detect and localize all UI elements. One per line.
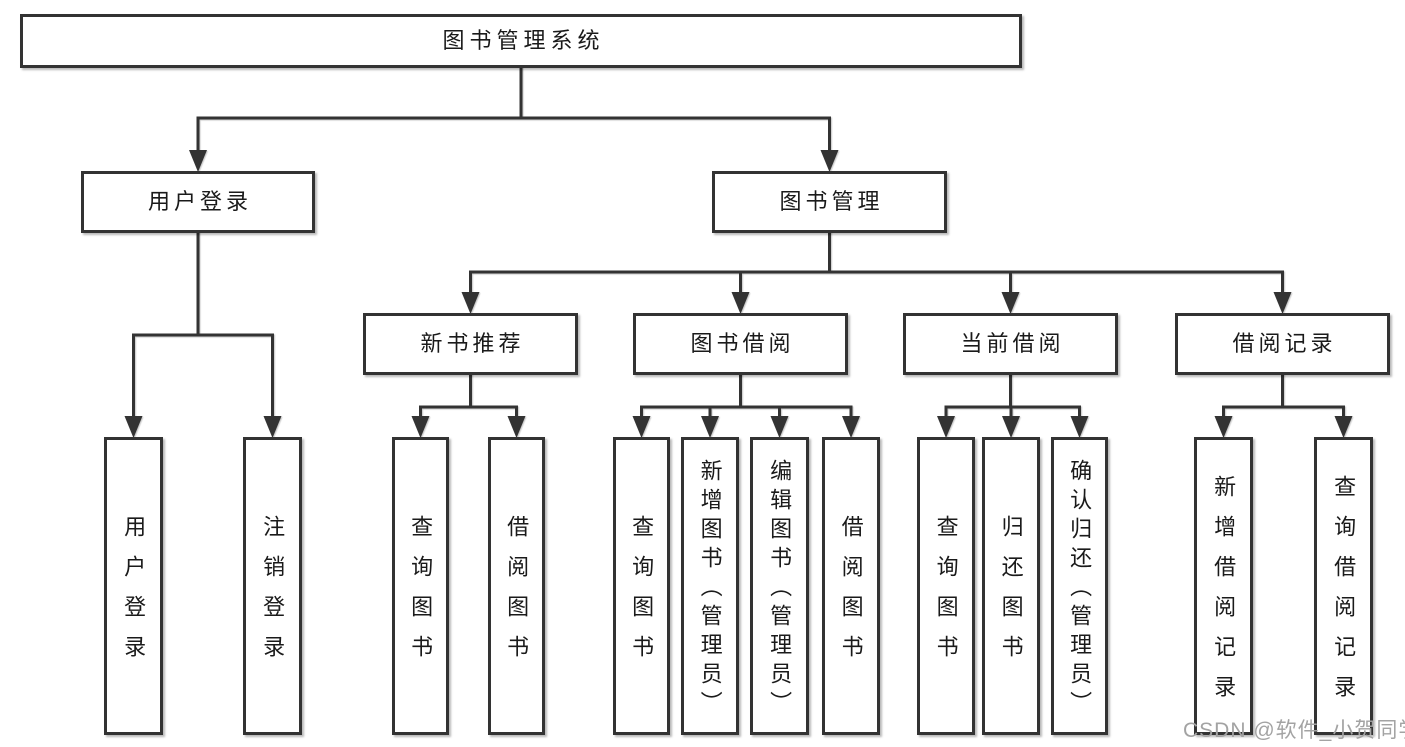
node-label: 编辑图书（管理员） xyxy=(767,459,793,720)
node-label: 用户登录 xyxy=(147,189,252,215)
node-label: 借阅图书 xyxy=(838,515,864,675)
node-add-borrow-record: 新增借阅记录 xyxy=(1194,437,1253,735)
node-query-borrow-record: 查询借阅记录 xyxy=(1314,437,1373,735)
edge-group-root xyxy=(189,64,839,172)
arrowhead-icon xyxy=(189,150,207,172)
node-label: 用户登录 xyxy=(121,515,147,675)
node-query-book-3: 查询图书 xyxy=(917,437,975,735)
node-label: 借阅记录 xyxy=(1232,331,1337,357)
node-borrow-book-1: 借阅图书 xyxy=(488,437,545,735)
arrowhead-icon xyxy=(1214,416,1233,438)
node-label: 查询借阅记录 xyxy=(1331,475,1357,715)
arrowhead-icon xyxy=(1002,416,1020,438)
node-borrow-records: 借阅记录 xyxy=(1175,313,1390,375)
node-logout: 注销登录 xyxy=(243,437,302,735)
node-label: 新增图书（管理员） xyxy=(697,459,723,720)
node-login: 用户登录 xyxy=(81,171,315,233)
node-add-book: 新增图书（管理员） xyxy=(681,437,739,735)
node-label: 查询图书 xyxy=(408,515,434,675)
node-confirm-return: 确认归还（管理员） xyxy=(1051,437,1108,735)
node-label: 查询图书 xyxy=(933,515,959,675)
edge-group-current-borrow xyxy=(937,371,1089,438)
node-label: 图书借阅 xyxy=(690,331,795,357)
arrowhead-icon xyxy=(820,150,839,172)
node-label: 归还图书 xyxy=(998,515,1024,675)
arrowhead-icon xyxy=(1334,416,1353,438)
node-borrow-book-2: 借阅图书 xyxy=(822,437,880,735)
edge-group-book-mgmt xyxy=(461,229,1292,314)
node-label: 查询图书 xyxy=(629,515,655,675)
node-book-borrow: 图书借阅 xyxy=(633,313,848,375)
arrowhead-icon xyxy=(1001,292,1020,314)
edge-group-borrow-records xyxy=(1214,371,1353,438)
arrowhead-icon xyxy=(731,292,750,314)
edge-group-new-books xyxy=(411,371,526,438)
watermark-text: CSDN @软件_小贺同学 xyxy=(1183,719,1405,742)
node-label: 确认归还（管理员） xyxy=(1067,459,1093,720)
node-root: 图书管理系统 xyxy=(20,14,1022,68)
node-user-login: 用户登录 xyxy=(104,437,163,735)
node-query-book-1: 查询图书 xyxy=(392,437,449,735)
edge-group-login xyxy=(124,229,282,438)
arrowhead-icon xyxy=(770,416,789,438)
arrowhead-icon xyxy=(1273,292,1292,314)
arrowhead-icon xyxy=(461,292,480,314)
node-label: 注销登录 xyxy=(260,515,286,675)
arrowhead-icon xyxy=(937,416,955,438)
arrowhead-icon xyxy=(701,416,719,438)
arrowhead-icon xyxy=(842,416,860,438)
edge-group-book-borrow xyxy=(632,371,860,438)
node-return-book: 归还图书 xyxy=(982,437,1040,735)
node-label: 新书推荐 xyxy=(420,331,525,357)
arrowhead-icon xyxy=(507,416,526,438)
node-label: 借阅图书 xyxy=(504,515,530,675)
node-current-borrow: 当前借阅 xyxy=(903,313,1118,375)
arrowhead-icon xyxy=(411,416,430,438)
node-book-mgmt: 图书管理 xyxy=(712,171,947,233)
node-new-books: 新书推荐 xyxy=(363,313,578,375)
arrowhead-icon xyxy=(1070,416,1089,438)
arrowhead-icon xyxy=(632,416,651,438)
node-label: 图书管理系统 xyxy=(442,28,605,54)
arrowhead-icon xyxy=(124,416,143,438)
node-label: 新增借阅记录 xyxy=(1211,475,1237,715)
node-label: 当前借阅 xyxy=(960,331,1065,357)
node-label: 图书管理 xyxy=(779,189,884,215)
arrowhead-icon xyxy=(263,416,282,438)
node-edit-book: 编辑图书（管理员） xyxy=(750,437,809,735)
node-query-book-2: 查询图书 xyxy=(613,437,670,735)
